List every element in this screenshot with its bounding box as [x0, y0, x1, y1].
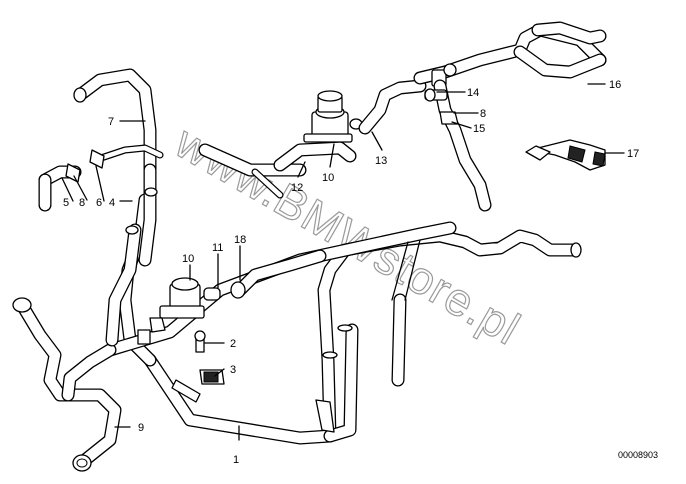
part-labels: 7 5 8 6 4 9 1 2 3 10 11 18 12 10 13 14 8…	[63, 79, 658, 466]
label-10a[interactable]: 10	[322, 172, 334, 184]
left-hoses[interactable]	[38, 68, 164, 347]
label-6[interactable]: 6	[96, 197, 102, 209]
label-16[interactable]: 16	[609, 79, 621, 91]
label-12[interactable]: 12	[291, 182, 303, 194]
label-1[interactable]: 1	[233, 454, 239, 466]
label-18[interactable]: 18	[234, 234, 246, 246]
lower-left-hose[interactable]	[12, 297, 122, 472]
label-14[interactable]: 14	[467, 87, 479, 99]
label-5[interactable]: 5	[63, 197, 69, 209]
bracket-17[interactable]	[525, 139, 606, 171]
label-11[interactable]: 11	[212, 242, 223, 254]
label-8b[interactable]: 8	[480, 108, 486, 120]
leader-lines	[61, 83, 625, 441]
label-10b[interactable]: 10	[182, 253, 194, 265]
center-valve[interactable]	[198, 90, 363, 199]
label-9[interactable]: 9	[138, 422, 144, 434]
lower-valve[interactable]	[137, 249, 327, 385]
hose-13[interactable]	[358, 79, 427, 135]
upper-right-hoses[interactable]	[413, 21, 607, 212]
label-2[interactable]: 2	[230, 338, 236, 350]
label-4[interactable]: 4	[109, 197, 115, 209]
label-17[interactable]: 17	[627, 148, 639, 160]
label-7[interactable]: 7	[108, 116, 114, 128]
diagram-code: 00008903	[618, 450, 658, 460]
label-8a[interactable]: 8	[79, 197, 85, 209]
label-3[interactable]: 3	[230, 364, 236, 376]
label-15[interactable]: 15	[473, 123, 485, 135]
label-13[interactable]: 13	[375, 155, 387, 167]
